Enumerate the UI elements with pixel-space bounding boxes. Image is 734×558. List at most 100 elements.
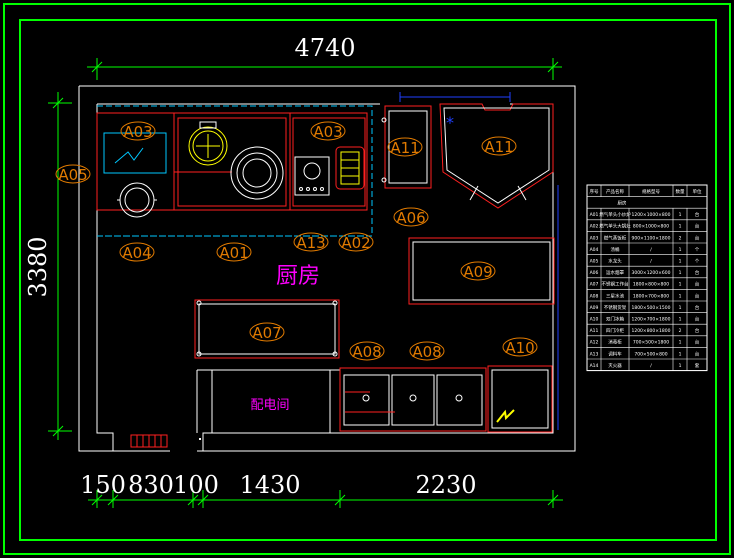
table-cell: 1200×800×1800 [631, 328, 670, 334]
table-cell: 800×1000×800 [633, 224, 669, 230]
tag-a02: A02 [338, 232, 374, 252]
table-cell: A03 [590, 235, 599, 241]
worktable-a07 [194, 299, 340, 359]
table-cell: 双门冰箱 [606, 315, 624, 322]
table-cell: 1200×700×1800 [631, 316, 670, 322]
table-cell: 900×1100×1800 [631, 235, 670, 241]
tag-a03-left: A03 [120, 121, 156, 141]
table-cell: 台 [695, 304, 700, 311]
table-cell: 3000×1200×600 [631, 270, 670, 276]
inner-frame [19, 19, 717, 541]
room-label-kitchen: 厨房 [276, 264, 320, 289]
table-cell: 不锈钢货架 [604, 304, 627, 311]
table-header-cell: 产品名称 [606, 188, 624, 195]
table-cell: A06 [590, 270, 599, 276]
table-cell: 套 [695, 362, 700, 369]
table-cell: / [650, 258, 652, 264]
svg-text:A03: A03 [313, 123, 342, 141]
table-cell: 1800×800×800 [633, 282, 669, 288]
table-cell: 灭火器 [608, 363, 622, 369]
svg-text:A13: A13 [296, 234, 325, 252]
asterisk-icon: * [446, 113, 454, 132]
table-cell: A10 [590, 316, 599, 322]
building-walls [78, 85, 576, 452]
table-cell: 汤桶 [611, 246, 620, 253]
svg-text:A11: A11 [390, 139, 419, 157]
blue-marker [399, 92, 559, 430]
table-cell: 水龙头 [608, 257, 622, 264]
svg-text:A02: A02 [341, 234, 370, 252]
dim-bottom-1430: 1430 [239, 471, 300, 499]
table-cell: 台 [695, 315, 700, 322]
table-cell: 台 [695, 234, 700, 241]
tag-a07: A07 [249, 322, 285, 342]
fridge-small [381, 105, 432, 189]
table-cell: 1800×700×800 [633, 293, 669, 299]
exhaust-hood [97, 105, 373, 237]
tag-a06: A06 [393, 207, 429, 227]
tag-a05: A05 [55, 164, 91, 184]
svg-text:A06: A06 [396, 209, 425, 227]
tag-a10: A10 [502, 337, 538, 357]
table-cell: A05 [590, 258, 599, 264]
table-cell: 台 [695, 281, 700, 288]
table-cell: A07 [590, 282, 599, 288]
table-cell: 1 [679, 316, 682, 322]
svg-text:A11: A11 [484, 138, 513, 156]
dim-bottom-830: 830 [128, 471, 174, 499]
table-cell: 燃气蒸饭柜 [604, 234, 627, 241]
table-cell: A02 [590, 224, 599, 230]
room-label-power-room: 配电间 [250, 398, 289, 413]
table-cell: 1 [679, 293, 682, 299]
fridge-large [439, 103, 554, 209]
table-cell: A09 [590, 305, 599, 311]
steamer-left [103, 132, 167, 174]
shelf-a09 [408, 237, 555, 305]
table-cell: 700×500×1800 [633, 340, 669, 346]
svg-text:A10: A10 [505, 339, 534, 357]
tag-a11-left: A11 [387, 137, 423, 157]
table-cell: 台 [695, 350, 700, 357]
svg-text:A03: A03 [123, 123, 152, 141]
dim-bottom [88, 490, 563, 508]
table-cell: 三星水池 [606, 292, 624, 299]
table-cell: A08 [590, 293, 599, 299]
table-cell: 台 [695, 327, 700, 334]
soup-pot [117, 182, 157, 218]
table-cell: 台 [695, 223, 700, 230]
table-header-cell: 数量 [676, 188, 685, 195]
table-cell: A13 [590, 351, 599, 357]
tag-a08-right: A08 [409, 341, 445, 361]
svg-text:A09: A09 [463, 263, 492, 281]
table-cell: 2 [679, 328, 682, 334]
table-cell: A14 [590, 363, 599, 369]
sinks-a08 [339, 367, 487, 432]
table-cell: 1 [679, 340, 682, 346]
table-cell: 个 [695, 247, 700, 253]
table-header-cell: 序号 [590, 188, 599, 195]
tag-a01: A01 [216, 242, 252, 262]
svg-text:A08: A08 [412, 343, 441, 361]
table-cell: 2 [679, 235, 682, 241]
wok-burner-large [230, 146, 284, 200]
table-cell: / [650, 247, 652, 253]
table-cell: 调料车 [608, 350, 622, 357]
table-cell: 消毒柜 [608, 339, 622, 346]
svg-text:A07: A07 [252, 324, 281, 342]
table-cell: 台 [695, 211, 700, 218]
table-cell: 1 [679, 258, 682, 264]
table-header-cell: 规格型号 [642, 188, 660, 195]
table-cell: / [650, 363, 652, 369]
vent-grille [130, 434, 168, 448]
table-cell: 运水烟罩 [606, 269, 624, 276]
table-cell: 1 [679, 351, 682, 357]
table-cell: A04 [590, 247, 599, 253]
tag-a09: A09 [460, 261, 496, 281]
table-cell: A12 [590, 340, 599, 346]
table-cell: 四门冷柜 [606, 327, 624, 334]
table-cell: 1 [679, 247, 682, 253]
table-section-label: 厨房 [618, 199, 627, 206]
dim-overall-width: 4740 [294, 34, 355, 62]
table-cell: 不锈钢工作台 [602, 281, 629, 288]
